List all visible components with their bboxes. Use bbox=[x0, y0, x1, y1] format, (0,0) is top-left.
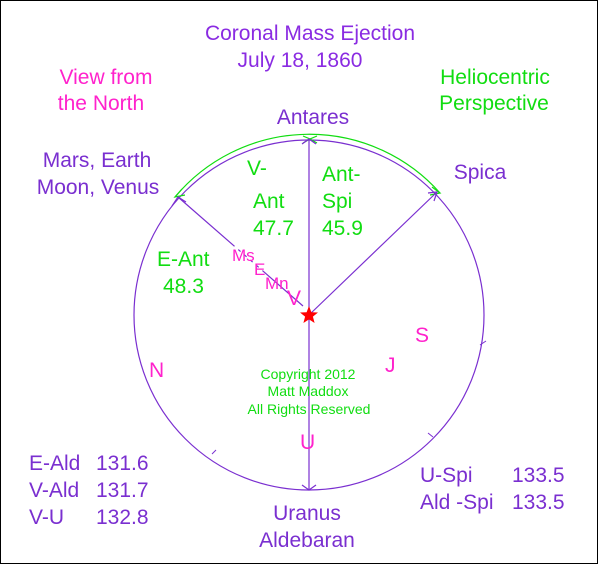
earth-marker: E bbox=[254, 260, 265, 279]
mars-earth-line bbox=[177, 196, 304, 307]
green-arrow-left bbox=[173, 188, 186, 198]
perspective-line1: Heliocentric bbox=[440, 66, 550, 89]
green-arrow-right bbox=[429, 186, 442, 196]
right-table-value-1: 133.5 bbox=[512, 491, 565, 514]
v-ant-line2: Ant bbox=[253, 190, 285, 213]
right-table-label-1: Ald -Spi bbox=[420, 491, 494, 514]
title-line2: July 18, 1860 bbox=[238, 49, 363, 72]
e-ant-label: E-Ant bbox=[157, 248, 210, 271]
view-note-line1: View from bbox=[60, 66, 153, 89]
uranus-label: Uranus bbox=[273, 502, 341, 525]
left-table-value-0: 131.6 bbox=[96, 452, 149, 475]
antares-label: Antares bbox=[277, 106, 349, 129]
copyright-line1: Copyright 2012 bbox=[261, 366, 356, 382]
saturn-marker: S bbox=[415, 324, 429, 347]
copyright-line2: Matt Maddox bbox=[268, 383, 349, 399]
v-ant-value: 47.7 bbox=[253, 217, 294, 240]
title-line1: Coronal Mass Ejection bbox=[205, 22, 415, 45]
e-ant-value: 48.3 bbox=[163, 275, 204, 298]
purple-arrow-spica bbox=[427, 191, 438, 202]
ant-spi-value: 45.9 bbox=[322, 217, 363, 240]
purple-arrow-antares bbox=[301, 138, 317, 145]
spica-line bbox=[308, 191, 438, 316]
neptune-marker: N bbox=[149, 359, 164, 382]
left-table-value-1: 131.7 bbox=[96, 479, 149, 502]
uranus-marker: U bbox=[300, 431, 315, 454]
left-table-label-0: E-Ald bbox=[29, 452, 80, 475]
purple-arrow-mars bbox=[171, 196, 187, 207]
left-table-value-2: 132.8 bbox=[96, 506, 149, 529]
perspective-line2: Perspective bbox=[439, 92, 549, 115]
v-ant-line1: V- bbox=[247, 157, 267, 180]
purple-arrow-aldebaran bbox=[301, 484, 317, 491]
moon-marker: Mn bbox=[265, 274, 289, 293]
copyright-line3: All Rights Reserved bbox=[248, 401, 371, 417]
left-table-label-2: V-U bbox=[29, 506, 64, 529]
venus-marker: V bbox=[287, 287, 301, 310]
mars-marker: Ms bbox=[232, 246, 255, 265]
green-arc bbox=[174, 133, 441, 198]
jupiter-marker: J bbox=[385, 354, 396, 377]
orbit-tick-2 bbox=[427, 432, 434, 438]
ant-spi-line2: Spi bbox=[322, 190, 352, 213]
spica-label: Spica bbox=[454, 161, 507, 184]
left-table-label-1: V-Ald bbox=[29, 479, 79, 502]
right-table-label-0: U-Spi bbox=[420, 464, 473, 487]
aldebaran-label: Aldebaran bbox=[259, 529, 355, 552]
right-table-value-0: 133.5 bbox=[512, 464, 565, 487]
orbit-tick-1 bbox=[479, 340, 487, 346]
mars-earth-label-line2: Moon, Venus bbox=[37, 176, 160, 199]
view-note-line2: the North bbox=[58, 92, 144, 115]
orbit-tick-3 bbox=[211, 449, 217, 455]
ant-spi-line1: Ant- bbox=[322, 163, 361, 186]
sun-star-icon bbox=[300, 306, 318, 323]
mars-earth-label-line1: Mars, Earth bbox=[43, 149, 152, 172]
